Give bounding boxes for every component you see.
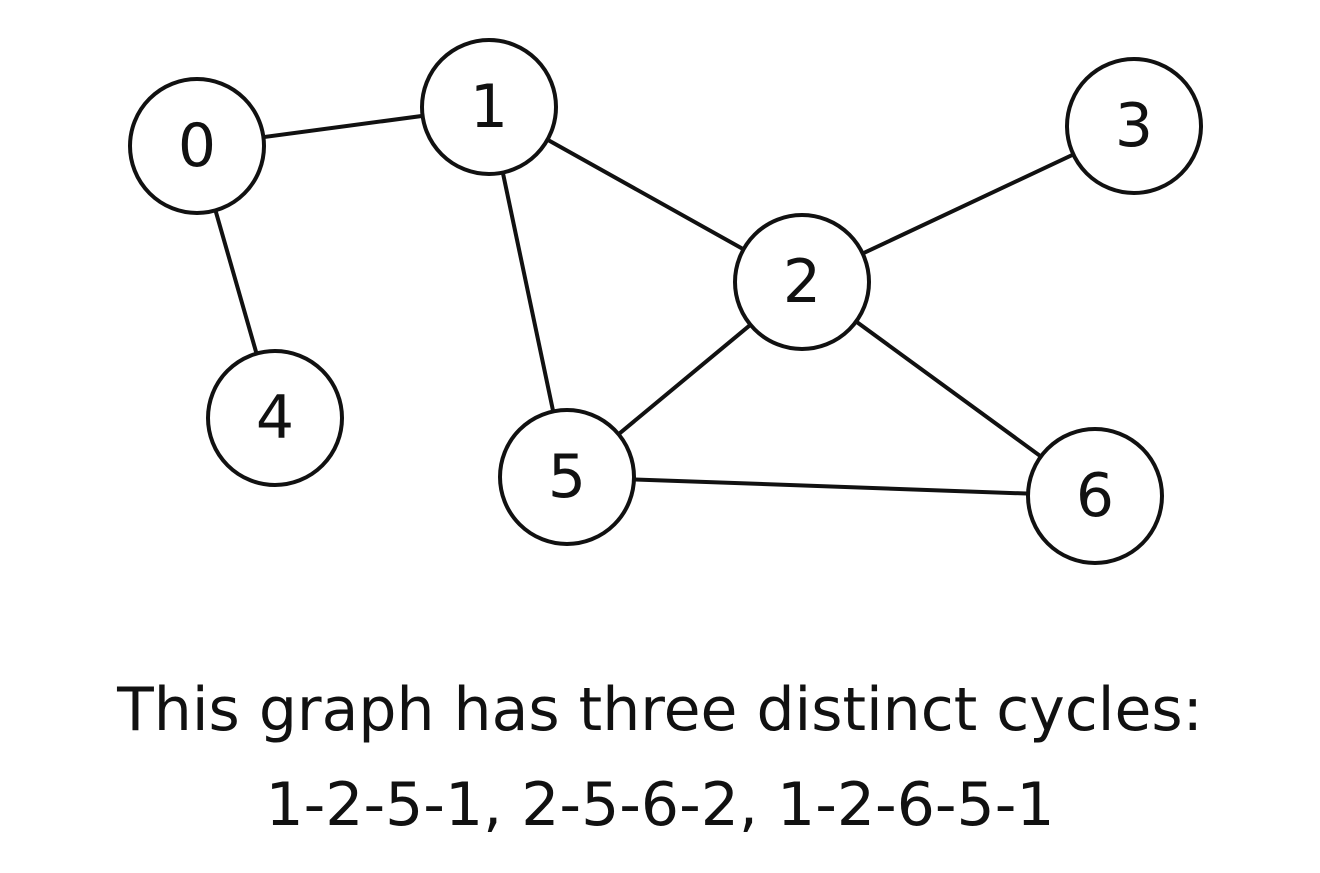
- nodes-layer: 0 1 2 3 4 5 6: [128, 38, 1203, 565]
- node-label-1: 1: [470, 72, 508, 142]
- node-4: 4: [206, 349, 344, 487]
- node-circle-3: [1065, 57, 1203, 195]
- node-label-3: 3: [1115, 91, 1153, 161]
- node-2: 2: [733, 213, 871, 351]
- node-1: 1: [420, 38, 558, 176]
- node-label-5: 5: [548, 442, 586, 512]
- node-5: 5: [498, 408, 636, 546]
- node-3: 3: [1065, 57, 1203, 195]
- node-circle-6: [1026, 427, 1164, 565]
- node-label-6: 6: [1076, 461, 1114, 531]
- node-label-4: 4: [256, 383, 294, 453]
- node-circle-4: [206, 349, 344, 487]
- node-circle-2: [733, 213, 871, 351]
- graph-diagram: 0 1 2 3 4 5 6: [128, 38, 1203, 565]
- node-label-0: 0: [178, 111, 216, 181]
- node-circle-5: [498, 408, 636, 546]
- edge-5-6: [566, 475, 1096, 498]
- node-circle-0: [128, 77, 266, 215]
- node-label-2: 2: [783, 247, 821, 317]
- node-0: 0: [128, 77, 266, 215]
- node-6: 6: [1026, 427, 1164, 565]
- caption-line-1: This graph has three distinct cycles:: [117, 675, 1203, 745]
- node-circle-1: [420, 38, 558, 176]
- caption-cycles-list: 1-2-5-1, 2-5-6-2, 1-2-6-5-1: [265, 770, 1055, 840]
